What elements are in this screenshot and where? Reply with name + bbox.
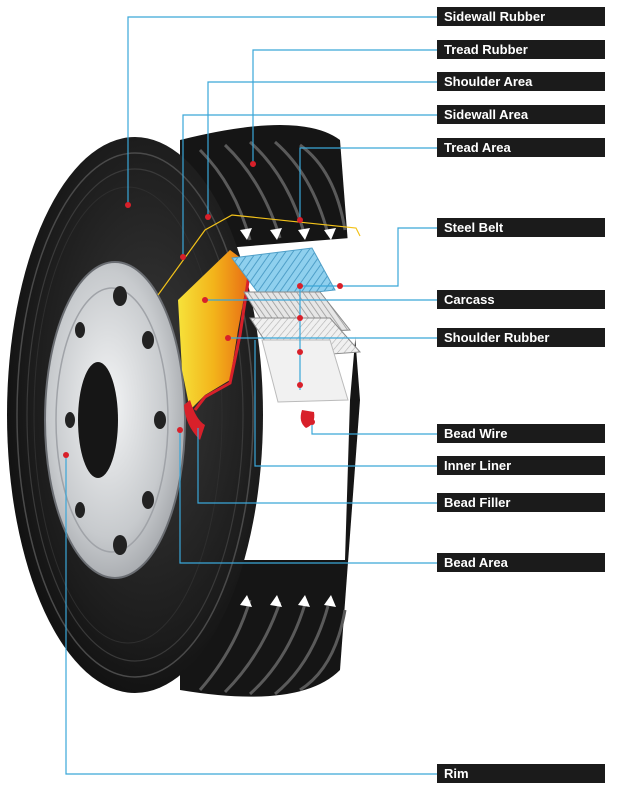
rim-bolt-holes <box>65 286 166 555</box>
rim-center-hole <box>78 362 118 478</box>
leader-lines <box>65 16 437 775</box>
label-bead-filler: Bead Filler <box>437 493 605 512</box>
marker-dots <box>63 161 343 458</box>
bead-filler-shape <box>178 250 250 410</box>
label-tread-rubber: Tread Rubber <box>437 40 605 59</box>
label-sidewall-rubber: Sidewall Rubber <box>437 7 605 26</box>
label-bead-wire: Bead Wire <box>437 424 605 443</box>
label-carcass: Carcass <box>437 290 605 309</box>
label-sidewall-area: Sidewall Area <box>437 105 605 124</box>
tread-grooves <box>198 140 347 696</box>
inner-liner-shape <box>193 267 252 411</box>
label-rim: Rim <box>437 764 605 783</box>
label-shoulder-area: Shoulder Area <box>437 72 605 91</box>
label-steel-belt: Steel Belt <box>437 218 605 237</box>
label-tread-area: Tread Area <box>437 138 605 157</box>
tread-blocks-top <box>240 228 336 240</box>
label-shoulder-rubber: Shoulder Rubber <box>437 328 605 347</box>
label-inner-liner: Inner Liner <box>437 456 605 475</box>
label-bead-area: Bead Area <box>437 553 605 572</box>
tread-blocks-bottom <box>240 595 336 607</box>
